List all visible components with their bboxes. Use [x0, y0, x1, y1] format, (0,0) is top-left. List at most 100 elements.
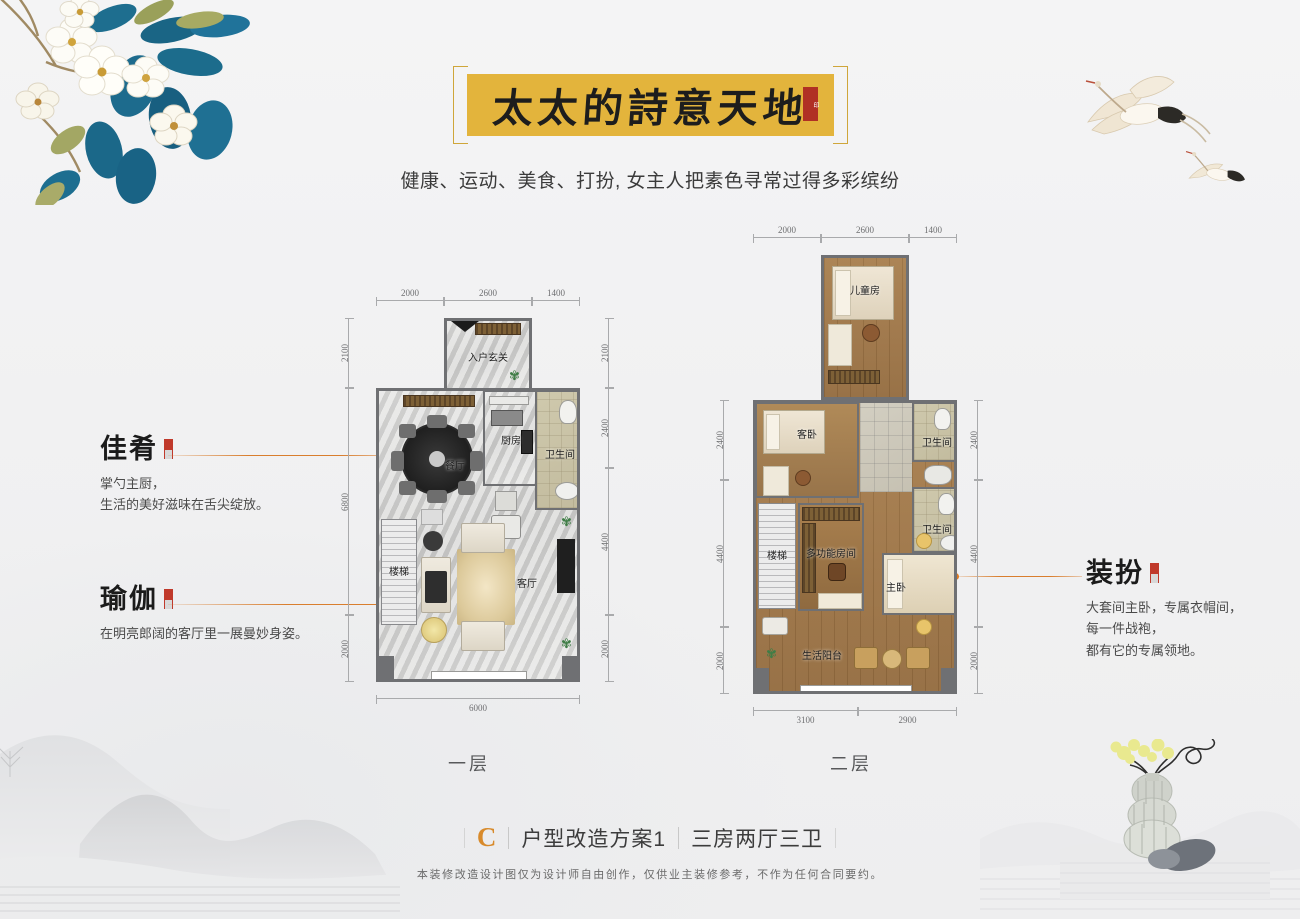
disclaimer-text: 本装修改造设计图仅为设计师自由创作，仅供业主装修参考，不作为任何合同要约。	[416, 869, 884, 881]
dim-left-3: 2000	[340, 615, 354, 682]
annotation-yujia: 瑜伽 在明亮郎阔的客厅里一展曼妙身姿。	[100, 586, 308, 644]
annotation-title: 瑜伽	[100, 584, 158, 614]
room-kitchen: 厨房	[483, 391, 539, 486]
caption-row: C 户型改造方案1 三房两厅三卫	[463, 822, 837, 853]
floor-plan-2: 2000 2600 1400 2400 4400 2000 2400 4400 …	[705, 225, 995, 725]
dim-left-2: 6800	[340, 388, 354, 615]
dim2-right-2: 4400	[969, 480, 983, 627]
dim-right-4: 2000	[600, 615, 614, 682]
room-kids: 儿童房	[821, 255, 909, 400]
dining-chair	[399, 424, 416, 438]
bay-window	[431, 671, 527, 679]
ottoman	[421, 617, 447, 643]
plan-name: 户型改造方案1	[521, 827, 667, 851]
dim2-top-1: 2000	[753, 225, 821, 243]
room-bath-f2-lower: 卫生间	[912, 487, 954, 553]
dining-chair	[458, 424, 475, 438]
multi-stool	[828, 563, 846, 581]
room-bath-f1: 卫生间	[535, 391, 580, 510]
caption-tick-left	[463, 827, 465, 848]
caption-separator	[508, 826, 510, 849]
kids-stool	[862, 324, 880, 342]
seal-stamp: 印	[803, 87, 818, 121]
utility-closet	[495, 491, 517, 511]
room-label-stairs-f2: 楼梯	[767, 551, 787, 562]
floor-label-2: 二层	[830, 754, 872, 774]
room-label-dining: 餐厅	[445, 461, 465, 472]
dining-chair	[399, 481, 416, 495]
floor1-main-body: 餐厅 厨房 卫生间 楼梯 ✾ ✾ 客厅	[376, 388, 580, 682]
floor2-main-body: 客卧 卫生间 卫生间 楼梯 多功能房间	[753, 400, 957, 694]
room-entry: ✾ 入户玄关	[444, 318, 532, 391]
kids-pillow	[835, 270, 851, 316]
plan-letter: C	[476, 822, 497, 852]
plant-icon: ✾	[561, 514, 572, 529]
dining-chair	[470, 451, 483, 471]
vanity-basin	[924, 465, 952, 485]
dim2-top-2: 2600	[821, 225, 909, 243]
dining-cabinet	[403, 395, 475, 407]
dim2-top-3: 1400	[909, 225, 957, 243]
kitchen-counter	[489, 396, 529, 405]
balcony-table	[882, 649, 902, 669]
seal-icon	[1150, 563, 1159, 583]
annotation-header: 佳肴	[100, 436, 269, 463]
console-table	[421, 509, 443, 525]
annotation-body: 在明亮郎阔的客厅里一展曼妙身姿。	[100, 626, 309, 641]
dim-bottom-1: 6000	[376, 695, 580, 713]
dim-right-1: 2100	[600, 318, 614, 388]
sink-icon	[555, 482, 577, 500]
room-label-bath-lower: 卫生间	[922, 525, 952, 536]
leader-line-zhuangban	[955, 576, 1082, 577]
leader-line-jiayao	[168, 455, 398, 456]
multi-bench	[818, 593, 862, 609]
toilet-icon	[559, 400, 577, 424]
floor-plan-1: 2000 2600 1400 2100 6800 2000 2100 2400 …	[330, 288, 630, 718]
dining-chair	[427, 490, 447, 503]
leader-line-yujia	[168, 604, 505, 605]
toilet-icon	[934, 408, 951, 430]
dim-right-3: 4400	[600, 468, 614, 615]
dining-chair	[458, 481, 475, 495]
room-label-balcony: 生活阳台	[802, 651, 842, 662]
shower-fixture	[577, 432, 580, 444]
multi-wardrobe-side	[802, 523, 816, 593]
guest-stool	[795, 470, 811, 486]
plant-icon: ✾	[561, 636, 572, 651]
annotation-title: 装扮	[1086, 558, 1144, 588]
balcony-chair	[906, 647, 930, 669]
dim-top-3: 1400	[532, 288, 580, 306]
dim-left-1: 2100	[340, 318, 354, 388]
caption-tick-right	[835, 827, 837, 848]
guest-pillow	[766, 414, 780, 450]
dim2-right-3: 2000	[969, 627, 983, 694]
room-label-entry: 入户玄关	[468, 353, 508, 364]
armchair-bottom	[461, 621, 505, 651]
floor-label-1: 一层	[448, 754, 490, 774]
master-pillow	[887, 559, 903, 609]
balcony-washer	[762, 617, 788, 635]
ink-wash-landscape-decoration	[980, 811, 1300, 919]
room-label-kids: 儿童房	[850, 286, 880, 297]
wall-notch-left	[753, 668, 769, 694]
room-label-bath-f1: 卫生间	[545, 450, 575, 461]
bedside-lamp	[916, 619, 932, 635]
entry-door	[451, 321, 479, 332]
tv-unit	[557, 539, 575, 593]
room-label-guest: 客卧	[797, 430, 817, 441]
dim2-bottom-1: 3100	[753, 707, 858, 725]
annotation-jiayao: 佳肴 掌勺主厨， 生活的美好滋味在舌尖绽放。	[100, 436, 269, 516]
seal-icon	[164, 439, 173, 459]
room-label-bath-upper: 卫生间	[922, 438, 952, 449]
balcony-window	[800, 685, 912, 691]
annotation-body: 掌勺主厨， 生活的美好滋味在舌尖绽放。	[100, 476, 270, 513]
kids-window-seat	[828, 324, 852, 366]
annotation-zhuangban: 装扮 大套间主卧，专属衣帽间， 每一件战袍， 都有它的专属领地。	[1086, 560, 1242, 661]
caption-separator	[678, 826, 680, 849]
dim2-left-2: 4400	[715, 480, 729, 627]
dining-chair	[427, 415, 447, 428]
side-table	[423, 531, 443, 551]
staircase-f1	[381, 519, 417, 625]
kids-wardrobe	[828, 370, 880, 384]
room-label-stairs-f1: 楼梯	[389, 567, 409, 578]
